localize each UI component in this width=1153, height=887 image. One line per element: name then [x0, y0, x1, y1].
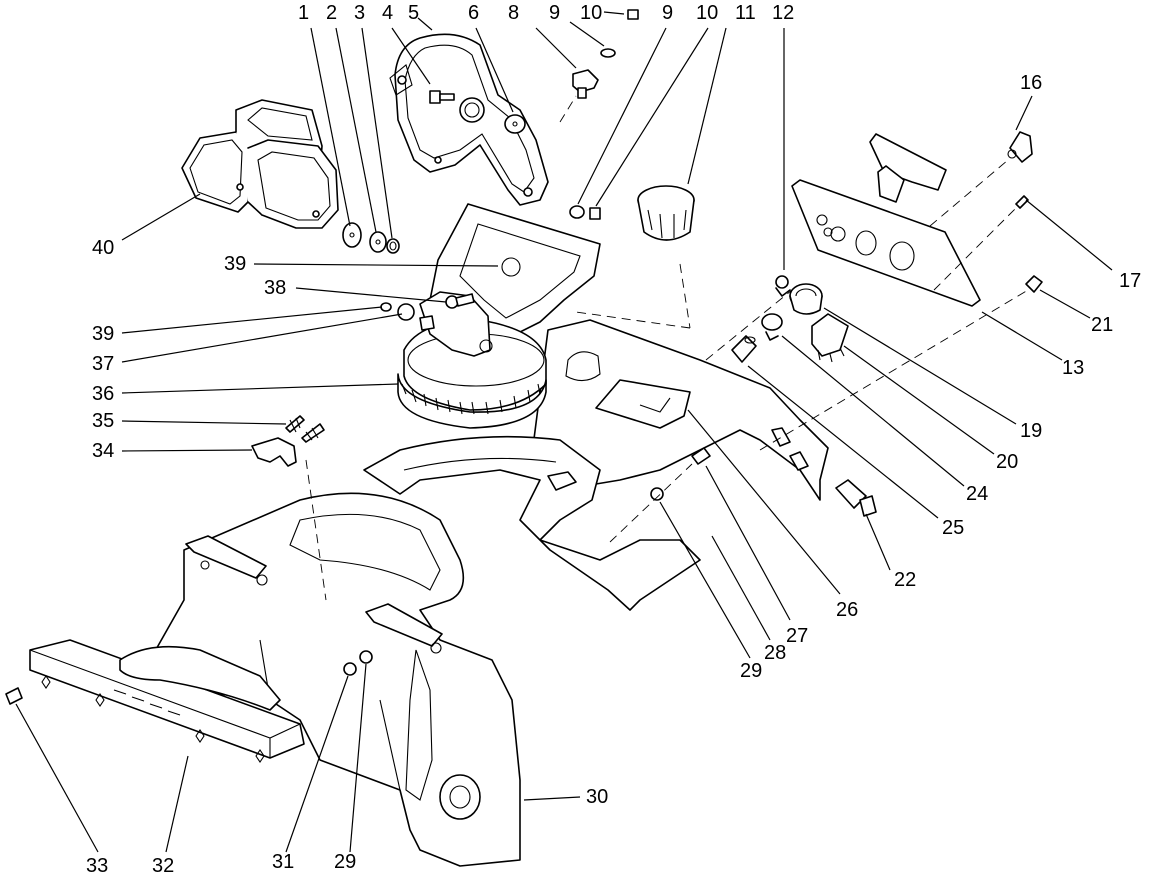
washer-39-lower — [380, 302, 392, 312]
callout-4: 4 — [382, 2, 394, 24]
connector-22 — [835, 479, 877, 517]
callout-3: 3 — [354, 2, 366, 24]
bolt-27 — [691, 447, 711, 465]
nut-10-mid — [589, 207, 601, 220]
callout-11: 11 — [735, 2, 756, 24]
gear-ring-36 — [397, 373, 547, 429]
callout-22: 22 — [894, 569, 917, 591]
callout-38: 38 — [264, 277, 287, 299]
callout-21: 21 — [1091, 314, 1114, 336]
washer-29-right — [650, 487, 664, 501]
callout-28: 28 — [764, 642, 787, 664]
callout-39-lower: 39 — [92, 323, 115, 345]
washer-29-lower — [359, 650, 373, 664]
bolt-33 — [5, 687, 23, 705]
callout-29-right: 29 — [740, 660, 763, 682]
callout-37: 37 — [92, 353, 115, 375]
leader-lines — [15, 11, 1113, 853]
callout-29-lower: 29 — [334, 851, 357, 873]
auger-housing-30 — [149, 492, 521, 867]
callout-32: 32 — [152, 855, 175, 877]
nut-31 — [343, 662, 357, 676]
frame-housing-26 — [529, 319, 829, 501]
washer-9-top — [600, 48, 616, 58]
callout-10-mid: 10 — [696, 2, 719, 24]
callout-8: 8 — [508, 2, 520, 24]
callout-36: 36 — [92, 383, 115, 405]
nut-21 — [1025, 275, 1043, 293]
key-16 — [1007, 131, 1033, 163]
alignment-lines — [305, 95, 1029, 601]
callout-10-top: 10 — [580, 2, 603, 24]
bracket-38 — [419, 291, 493, 357]
washer-1 — [342, 222, 362, 248]
callout-13: 13 — [1062, 357, 1085, 379]
callout-1: 1 — [298, 2, 310, 24]
knob-8 — [572, 69, 599, 99]
callout-2: 2 — [326, 2, 338, 24]
screw-17 — [1015, 195, 1029, 209]
callout-27: 27 — [786, 625, 809, 647]
control-panel-13 — [791, 133, 981, 307]
callout-33: 33 — [86, 855, 109, 877]
callout-30: 30 — [586, 786, 609, 808]
callout-39-upper: 39 — [224, 253, 247, 275]
washer-9-mid — [569, 205, 585, 219]
washer-37 — [397, 303, 415, 321]
callout-26: 26 — [836, 599, 859, 621]
scraper-bar-32 — [29, 639, 305, 763]
callout-9-top: 9 — [549, 2, 561, 24]
callout-40: 40 — [92, 237, 115, 259]
deflector-part — [181, 99, 339, 229]
callout-9-mid: 9 — [662, 2, 674, 24]
bolt-4 — [429, 90, 455, 104]
bolt-37 — [419, 315, 435, 331]
sleeve-25 — [731, 335, 757, 363]
nut-3 — [386, 238, 400, 254]
callout-25: 25 — [942, 517, 965, 539]
callout-6: 6 — [468, 2, 480, 24]
callout-34: 34 — [92, 440, 115, 462]
callout-12: 12 — [772, 2, 795, 24]
gear-6 — [459, 97, 526, 134]
spring-35 — [285, 415, 325, 443]
callout-5: 5 — [408, 2, 420, 24]
plug-24 — [761, 313, 783, 341]
callout-16: 16 — [1020, 72, 1043, 94]
callout-19: 19 — [1020, 420, 1043, 442]
switch-20 — [811, 313, 849, 363]
callout-31: 31 — [272, 851, 295, 873]
crank-knob-11 — [637, 185, 695, 241]
nut-10-top — [627, 9, 639, 20]
button-12 — [775, 275, 791, 297]
washer-2 — [369, 231, 387, 253]
callout-35: 35 — [92, 410, 115, 432]
callout-17: 17 — [1119, 270, 1142, 292]
housing-19 — [789, 283, 823, 315]
lever-34 — [251, 437, 297, 467]
callout-20: 20 — [996, 451, 1019, 473]
panel-28 — [363, 435, 701, 611]
callout-24: 24 — [966, 483, 989, 505]
